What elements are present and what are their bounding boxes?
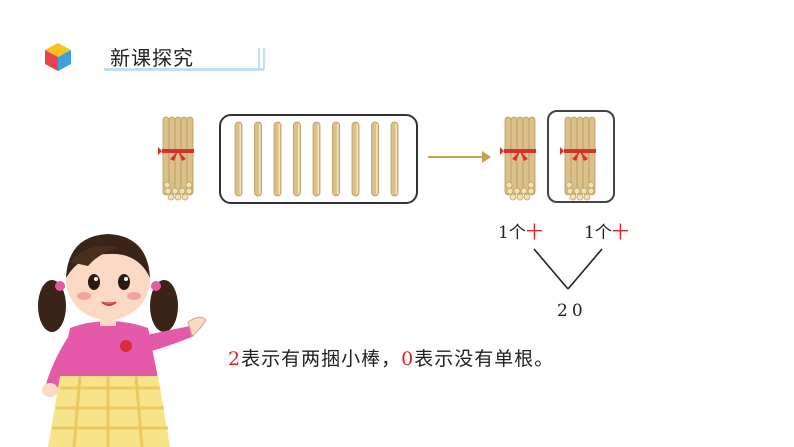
sentence-part1: 表示有两捆小棒，: [241, 348, 402, 370]
count-text: 1个: [498, 223, 526, 243]
header-bar: [258, 48, 260, 70]
cube-icon: [45, 43, 71, 71]
arrow-right-icon: [428, 151, 491, 163]
single-sticks-group: [219, 114, 418, 204]
bundle-box: [547, 110, 615, 203]
section-title: 新课探究: [110, 46, 194, 70]
unit-text: 十: [611, 223, 629, 243]
explanation-sentence: 2表示有两捆小棒，0表示没有单根。: [228, 344, 554, 371]
header-bar: [263, 48, 265, 70]
stick-bundle: [500, 116, 536, 201]
stick-bundle: [560, 116, 596, 201]
digit-zero: 0: [401, 348, 415, 370]
header-underline: [104, 68, 264, 71]
girl-illustration: [38, 234, 207, 447]
digit-two: 2: [228, 348, 242, 370]
section-header: 新课探究: [44, 40, 274, 74]
count-text: 1个: [584, 223, 612, 243]
stick-bundle: [158, 116, 194, 201]
left-bundle-label: 1个十: [498, 218, 543, 243]
result-number: 20: [557, 301, 587, 321]
combine-lines: [533, 248, 603, 290]
single-sticks: [234, 121, 399, 197]
sentence-part2: 表示没有单根。: [414, 348, 555, 370]
unit-text: 十: [525, 223, 543, 243]
right-bundle-label: 1个十: [584, 218, 629, 243]
